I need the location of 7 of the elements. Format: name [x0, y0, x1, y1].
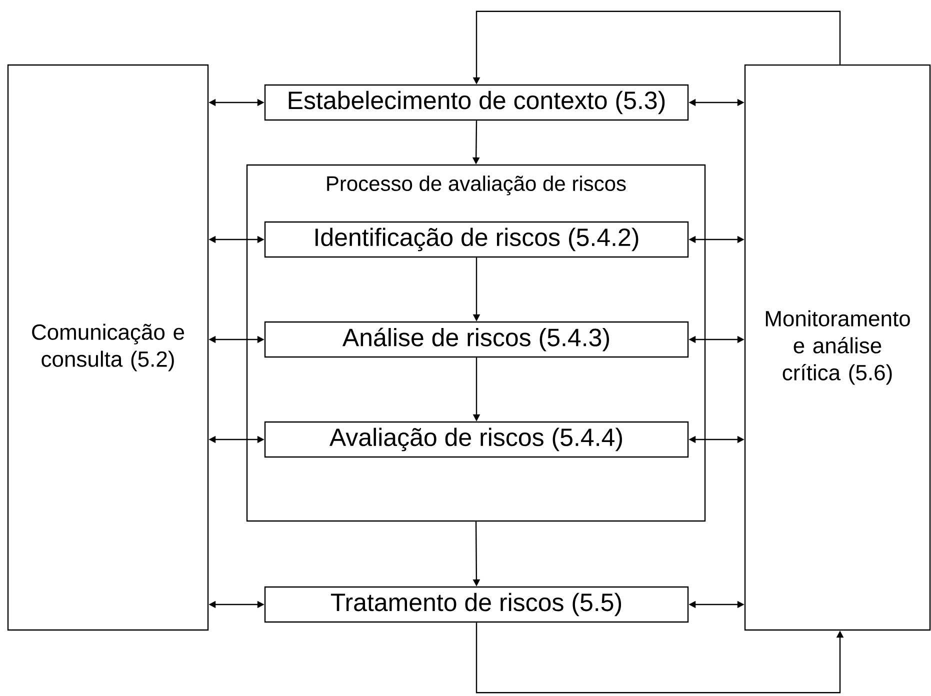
process-box: Análise de riscos (5.4.3) — [264, 321, 689, 358]
side-box: Monitoramento e análise crítica (5.6) — [744, 64, 931, 631]
process-box: Identificação de riscos (5.4.2) — [264, 221, 689, 258]
process-box: Tratamento de riscos (5.5) — [264, 586, 689, 623]
process-box: Estabelecimento de contexto (5.3) — [264, 84, 689, 121]
process-box: Avaliação de riscos (5.4.4) — [264, 421, 689, 458]
side-box: Comunicação e consulta (5.2) — [7, 64, 209, 631]
